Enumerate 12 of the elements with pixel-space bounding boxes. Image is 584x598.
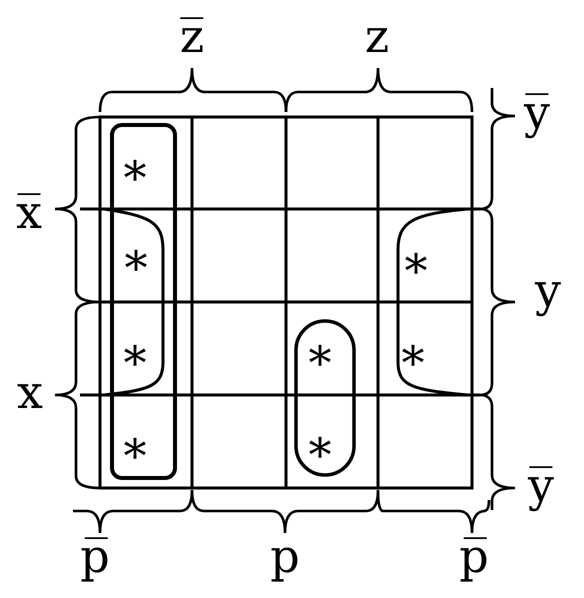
cell-entry: * [400, 340, 426, 386]
cell-entry: * [308, 432, 332, 478]
cell-entry: * [124, 245, 148, 291]
cell-entry: * [122, 433, 148, 479]
variable-label: z [364, 13, 390, 59]
variable-label: z̅ [178, 13, 206, 59]
variable-label: x̅ [15, 189, 43, 235]
cell-entry: * [404, 248, 428, 294]
cell-entry: * [308, 340, 332, 386]
cell-entry: * [122, 155, 148, 201]
cell-entry: * [122, 340, 148, 386]
variable-label: x [16, 369, 44, 415]
